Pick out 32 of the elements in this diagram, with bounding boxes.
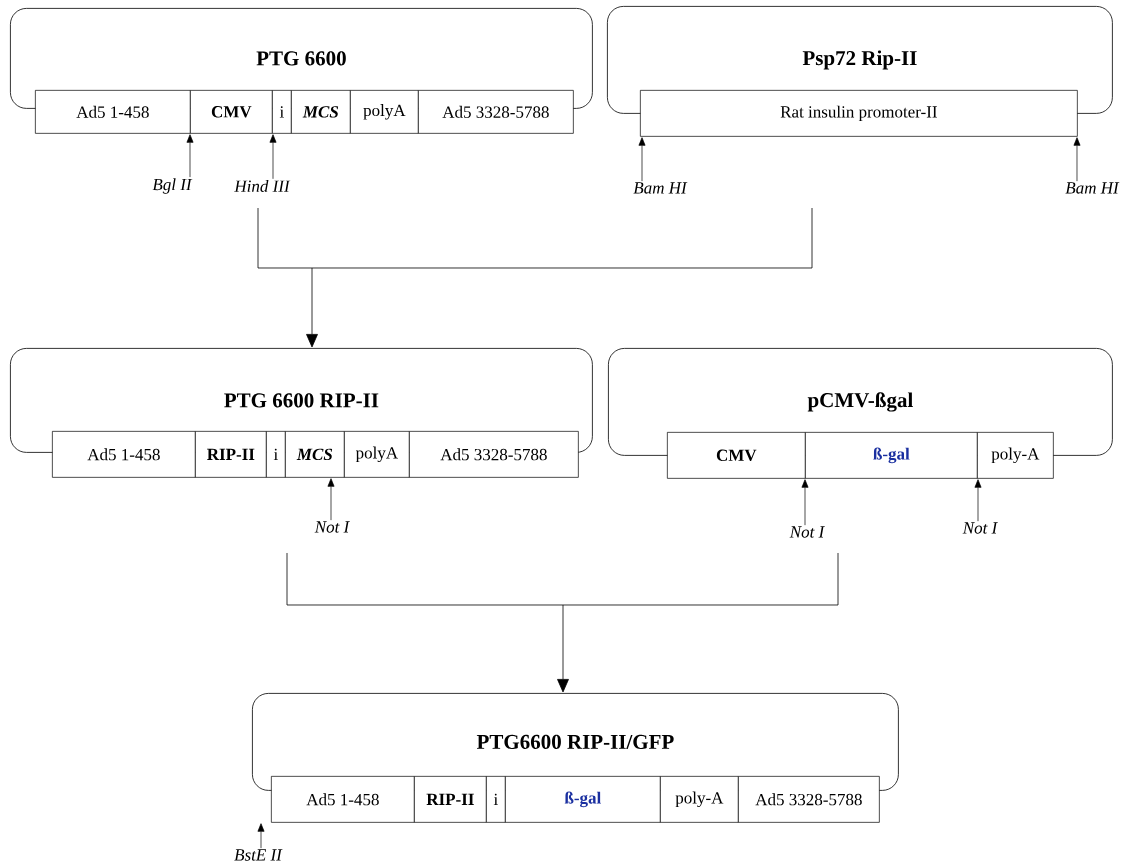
gene-segment: i bbox=[486, 776, 506, 823]
leader-line bbox=[186, 134, 194, 178]
arrow bbox=[557, 604, 569, 693]
gene-segment: polyA bbox=[344, 431, 410, 478]
bracket bbox=[286, 552, 839, 606]
gene-segment: polyA bbox=[350, 90, 419, 134]
restriction-site-label: Not I bbox=[789, 526, 825, 538]
gene-segment: poly-A bbox=[977, 432, 1054, 479]
restriction-site-label: Not I bbox=[314, 521, 350, 533]
restriction-site-label: Bgl II bbox=[152, 178, 193, 194]
gene-segment: i bbox=[272, 90, 292, 134]
gene-segment: Ad5 3328-5788 bbox=[738, 776, 880, 823]
gene-segment: CMV bbox=[667, 432, 806, 479]
leader-line bbox=[638, 137, 646, 182]
restriction-site-label: BstE II bbox=[234, 849, 283, 861]
leader-line bbox=[257, 823, 265, 849]
leader-line bbox=[974, 479, 982, 522]
gene-segment: Rat insulin promoter-II bbox=[640, 90, 1078, 137]
gene-segment: Ad5 1-458 bbox=[271, 776, 415, 823]
bracket bbox=[257, 207, 813, 269]
gene-segment: i bbox=[266, 431, 286, 478]
restriction-site-label: Bam HI bbox=[633, 182, 688, 194]
restriction-site-label: Bam HI bbox=[1065, 182, 1120, 194]
leader-line bbox=[269, 134, 277, 180]
gene-segment: Ad5 1-458 bbox=[35, 90, 191, 134]
gene-segment: poly-A bbox=[660, 776, 739, 823]
leader-line bbox=[801, 479, 809, 526]
restriction-site-label: Not I bbox=[962, 522, 998, 534]
leader-line bbox=[1073, 137, 1081, 182]
leader-line bbox=[327, 478, 335, 521]
restriction-site-label: Hind III bbox=[234, 180, 291, 192]
arrow bbox=[306, 267, 318, 348]
